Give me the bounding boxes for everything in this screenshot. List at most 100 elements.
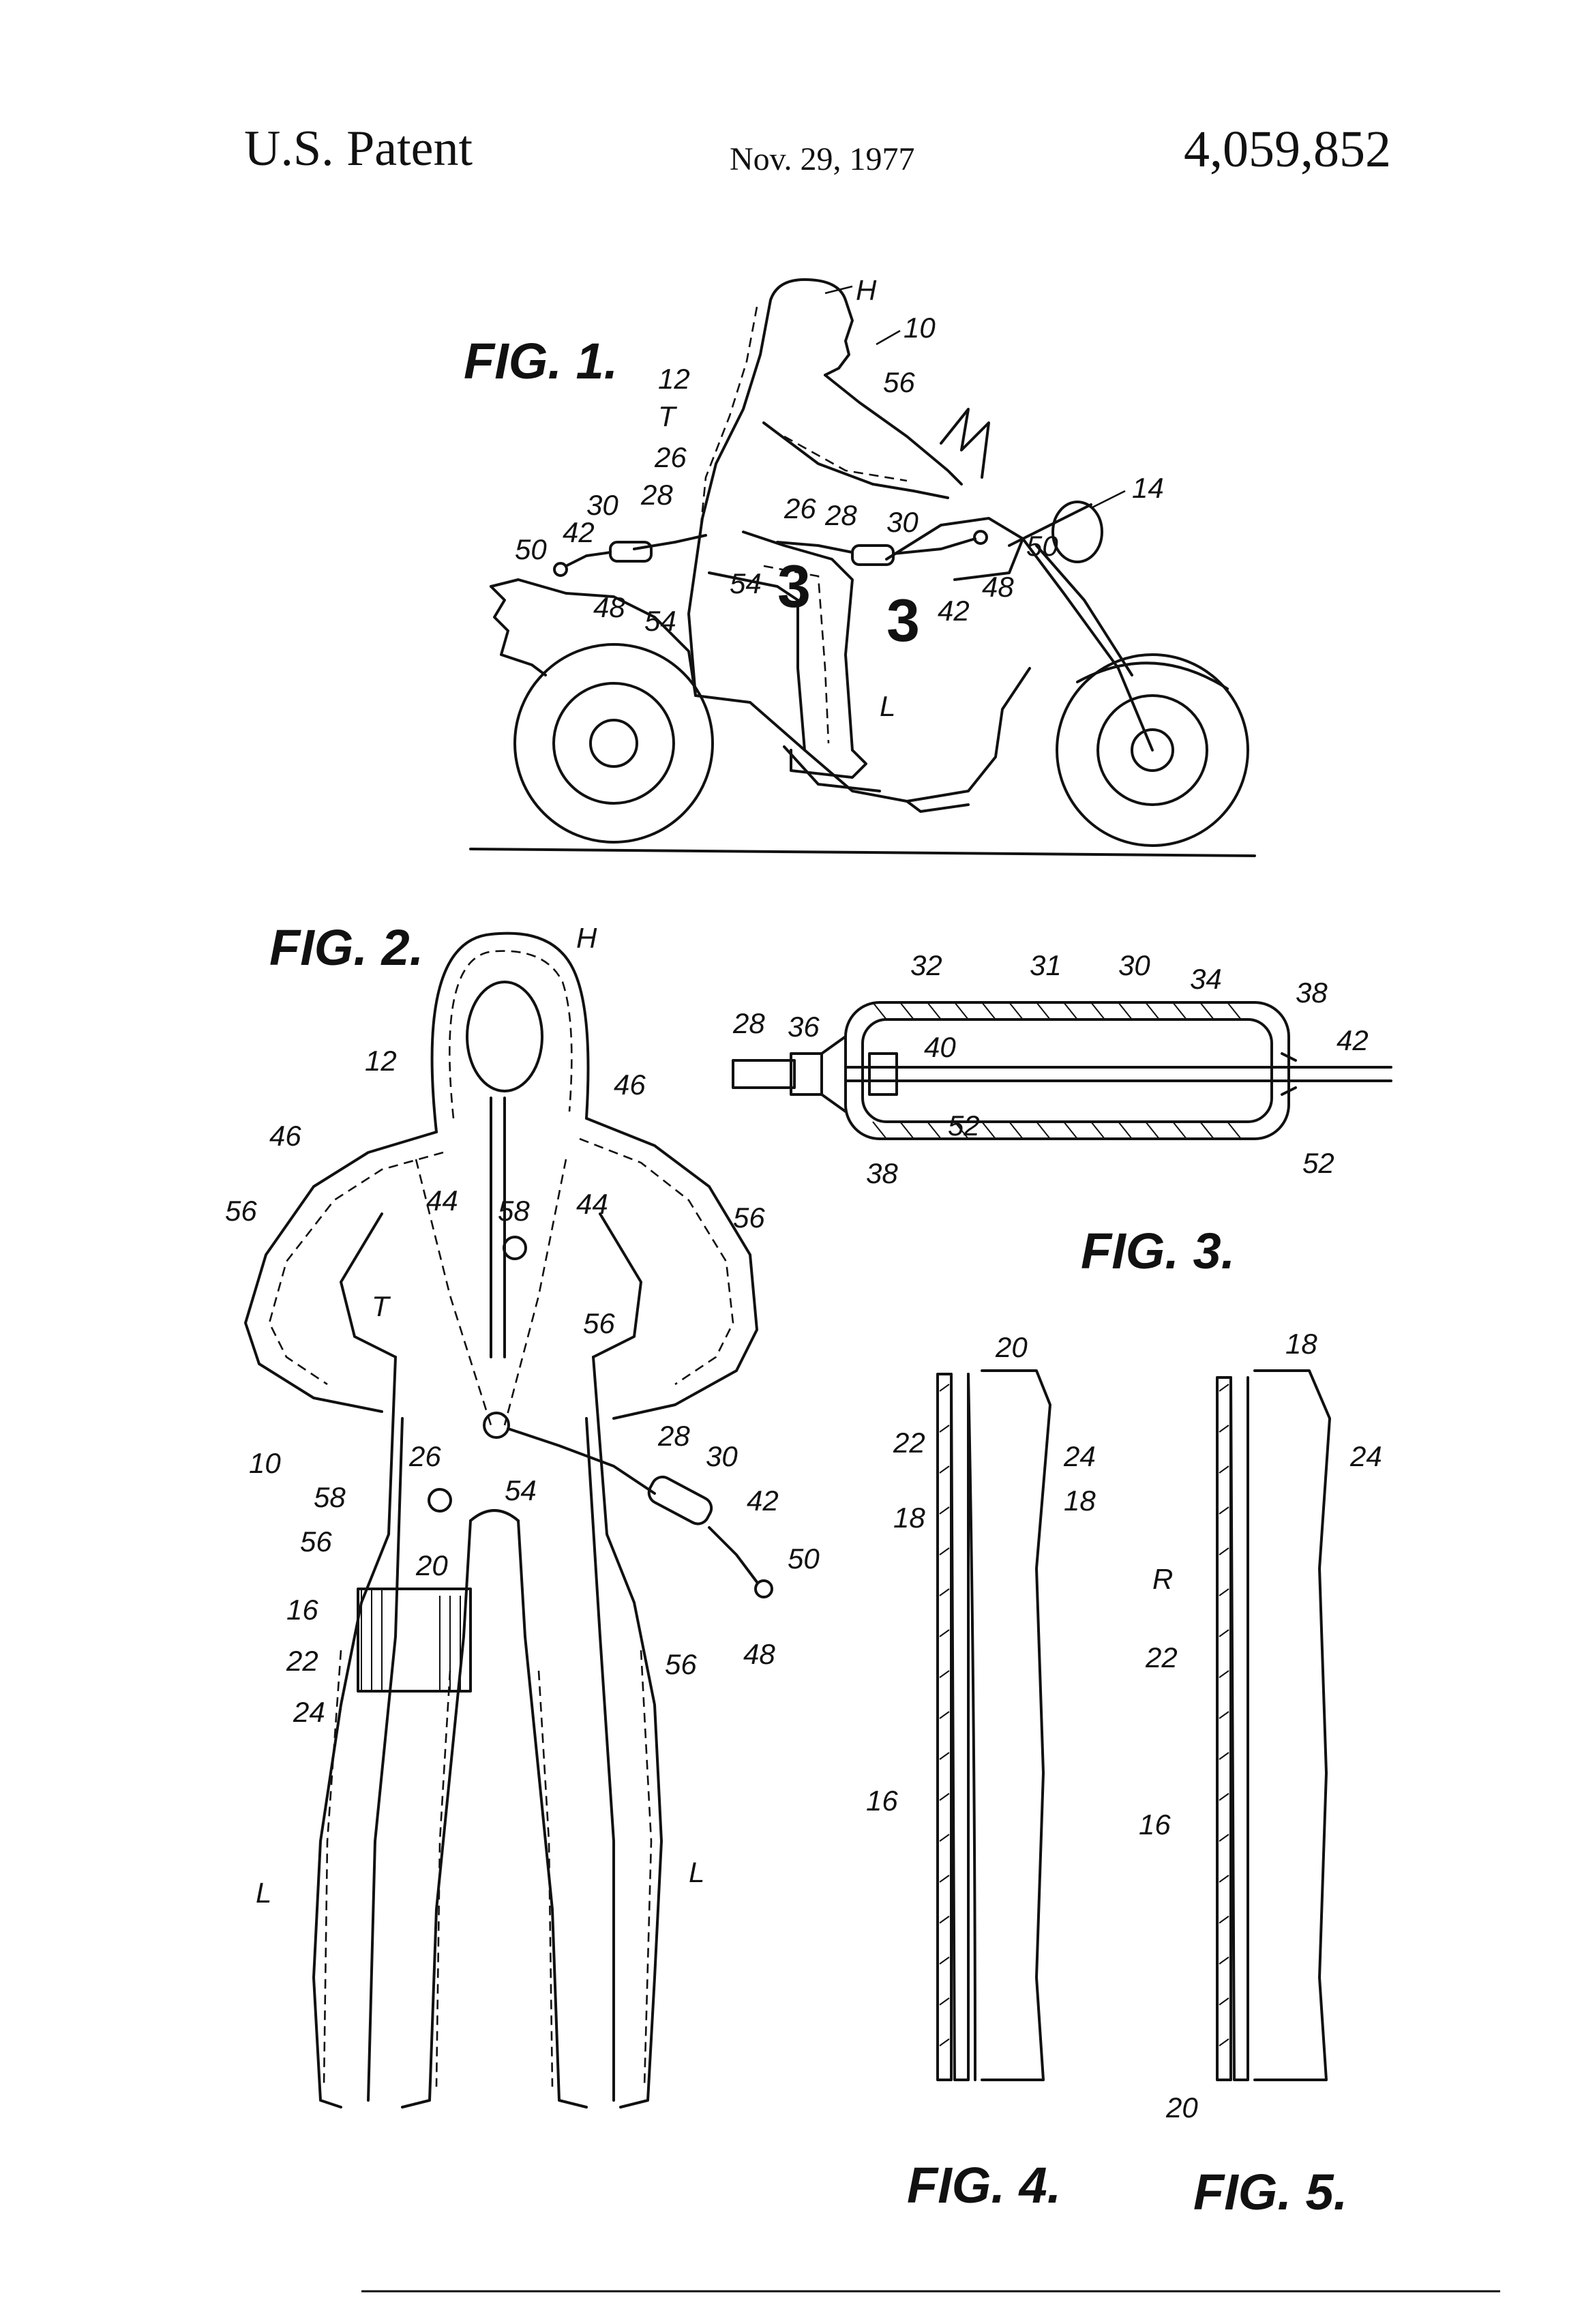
svg-text:H: H [856, 274, 877, 306]
svg-text:46: 46 [269, 1120, 301, 1152]
svg-text:48: 48 [743, 1638, 775, 1670]
fig3-labels: 32 31 30 34 38 28 36 40 42 52 52 38 [732, 949, 1369, 1189]
svg-text:20: 20 [415, 1549, 448, 1581]
svg-text:56: 56 [733, 1202, 765, 1234]
svg-text:36: 36 [788, 1011, 820, 1043]
svg-text:56: 56 [225, 1195, 257, 1227]
figure-1: FIG. 1. [464, 274, 1256, 857]
patent-number: 4,059,852 [1184, 121, 1391, 178]
fig4-labels: 20 22 24 18 18 16 [866, 1331, 1096, 1817]
svg-text:24: 24 [1349, 1440, 1382, 1472]
svg-text:24: 24 [293, 1696, 325, 1728]
svg-text:56: 56 [300, 1525, 332, 1558]
patent-label: U.S. Patent [244, 121, 473, 177]
svg-text:30: 30 [586, 489, 618, 521]
svg-text:42: 42 [1337, 1024, 1369, 1056]
svg-text:42: 42 [563, 516, 595, 548]
svg-text:26: 26 [654, 441, 687, 473]
svg-text:31: 31 [1030, 949, 1062, 981]
svg-text:56: 56 [883, 366, 915, 398]
svg-text:12: 12 [658, 363, 690, 395]
svg-text:16: 16 [286, 1594, 318, 1626]
fig3-title: FIG. 3. [1081, 1223, 1235, 1279]
svg-text:30: 30 [886, 506, 919, 538]
fig1-labels: H 10 12 T 56 14 26 28 30 42 50 48 54 3 3… [515, 274, 1164, 722]
fig5-labels: 18 24 R 22 16 20 [1139, 1328, 1382, 2124]
svg-text:3: 3 [886, 586, 920, 654]
svg-text:18: 18 [1064, 1485, 1096, 1517]
svg-text:52: 52 [948, 1109, 980, 1142]
svg-text:48: 48 [982, 571, 1014, 603]
svg-text:56: 56 [665, 1648, 697, 1680]
svg-text:50: 50 [788, 1543, 820, 1575]
svg-text:28: 28 [732, 1007, 765, 1039]
svg-text:38: 38 [1296, 977, 1328, 1009]
fig4-title: FIG. 4. [907, 2157, 1061, 2214]
svg-text:18: 18 [1285, 1328, 1317, 1360]
svg-text:22: 22 [893, 1427, 925, 1459]
svg-text:R: R [1152, 1563, 1173, 1595]
figure-3: FIG. 3. 32 31 30 34 38 28 36 40 42 52 52… [732, 949, 1392, 1279]
svg-text:22: 22 [1145, 1641, 1178, 1673]
svg-text:L: L [880, 690, 895, 722]
svg-text:24: 24 [1063, 1440, 1096, 1472]
svg-text:42: 42 [938, 595, 970, 627]
figure-4: FIG. 4. 20 22 24 18 18 16 [866, 1331, 1096, 2214]
svg-text:54: 54 [505, 1474, 537, 1506]
svg-text:L: L [689, 1856, 704, 1888]
ground-line [469, 848, 1256, 857]
fig2-labels: H 12 46 46 44 44 58 56 56 56 T 10 26 54 … [225, 922, 820, 1909]
rider [687, 278, 963, 779]
svg-text:20: 20 [1165, 2091, 1198, 2124]
suit-outline [244, 932, 758, 2109]
svg-text:54: 54 [730, 567, 762, 599]
svg-text:56: 56 [583, 1307, 615, 1339]
svg-text:T: T [372, 1290, 391, 1322]
svg-text:L: L [256, 1877, 271, 1909]
valve-hip [428, 1488, 452, 1513]
svg-text:10: 10 [904, 312, 936, 344]
svg-text:28: 28 [640, 479, 673, 511]
svg-text:14: 14 [1132, 472, 1164, 504]
svg-text:48: 48 [593, 591, 625, 623]
svg-text:44: 44 [576, 1188, 608, 1220]
svg-text:42: 42 [747, 1485, 779, 1517]
svg-text:20: 20 [995, 1331, 1028, 1363]
svg-text:26: 26 [783, 492, 816, 524]
svg-text:28: 28 [657, 1420, 690, 1452]
svg-text:50: 50 [1026, 530, 1058, 562]
svg-text:58: 58 [314, 1481, 346, 1513]
canister-inner [861, 1018, 1273, 1123]
svg-text:28: 28 [824, 499, 857, 531]
svg-text:12: 12 [365, 1045, 397, 1077]
face [466, 981, 543, 1092]
motorcycle [490, 408, 1249, 847]
fig1-title: FIG. 1. [464, 333, 618, 389]
svg-text:18: 18 [893, 1502, 925, 1534]
svg-text:22: 22 [286, 1645, 318, 1677]
svg-text:40: 40 [924, 1031, 956, 1063]
svg-text:26: 26 [408, 1440, 441, 1472]
fig2-title: FIG. 2. [269, 919, 423, 976]
front-wheel [1056, 653, 1249, 847]
svg-text:34: 34 [1190, 963, 1222, 995]
svg-text:38: 38 [866, 1157, 898, 1189]
rear-wheel [513, 643, 714, 844]
svg-text:52: 52 [1302, 1147, 1334, 1179]
svg-text:46: 46 [614, 1069, 646, 1101]
cutaway-section [357, 1588, 472, 1693]
svg-text:58: 58 [498, 1195, 530, 1227]
svg-text:44: 44 [426, 1185, 458, 1217]
tether-assembly [553, 530, 988, 577]
svg-text:H: H [576, 922, 597, 954]
svg-text:10: 10 [249, 1447, 281, 1479]
figure-2: FIG. 2. [225, 919, 820, 2109]
rider-head [769, 278, 854, 376]
figure-5: FIG. 5. 18 24 R 22 16 20 [1139, 1328, 1382, 2220]
svg-text:16: 16 [866, 1785, 898, 1817]
svg-text:30: 30 [1118, 949, 1150, 981]
patent-date: Nov. 29, 1977 [730, 141, 915, 177]
svg-text:16: 16 [1139, 1808, 1171, 1841]
svg-text:T: T [658, 400, 678, 432]
